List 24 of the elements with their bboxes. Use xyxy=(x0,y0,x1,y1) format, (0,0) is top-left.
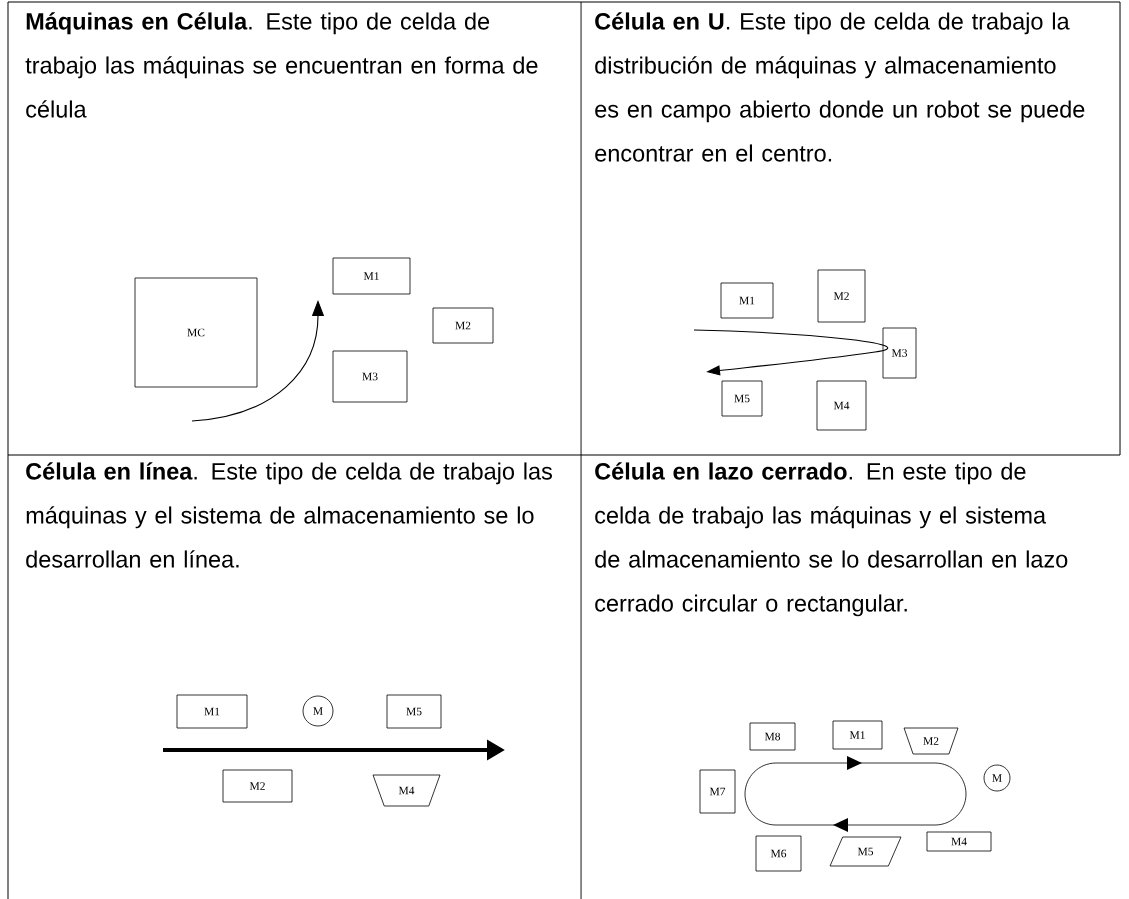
machine-box: M2 xyxy=(432,307,494,344)
table-cell: Célula en línea. Este tipo de celda de trabajo las máquinas y el sistema de almacenamiento se lo desarrollan en línea. xyxy=(26,462,552,568)
machine-parallelogram: M5 xyxy=(829,836,902,867)
machine-box: M5 xyxy=(386,694,442,729)
machine-box: M1 xyxy=(832,720,883,750)
machine-box: M2 xyxy=(222,769,293,803)
machine-box: M7 xyxy=(699,769,736,814)
machine-box: M1 xyxy=(176,694,248,729)
table-cell: Máquinas en Célula. Este tipo de celda de trabajo las máquinas se encuentran en forma de célula xyxy=(25,12,538,118)
machine-box: M6 xyxy=(755,835,802,872)
machine-box: M5 xyxy=(721,380,763,417)
machine-box: M8 xyxy=(749,722,796,751)
machine-box: M4 xyxy=(816,380,867,431)
machine-box: M3 xyxy=(332,350,408,403)
machine-trapezoid: M4 xyxy=(372,774,441,807)
machine-box: M3 xyxy=(882,327,917,379)
table-cell: Célula en lazo cerrado. En este tipo de celda de trabajo las máquinas y el sistema de almacenamiento se lo desarrollan en lazo cerrado circular o rectangular. xyxy=(595,462,1068,617)
machine-box: M1 xyxy=(720,282,774,319)
machine-trapezoid: M2 xyxy=(903,727,959,755)
machine-box: M1 xyxy=(332,257,411,295)
machine-box: MC xyxy=(134,277,258,388)
table-cell: Célula en U. Este tipo de celda de trabajo la distribución de máquinas y almacenamiento es en campo abierto donde un robot se puede encontrar en el centro. xyxy=(595,12,1085,162)
machine-box: M4 xyxy=(926,831,992,852)
machine-box: M2 xyxy=(817,269,866,323)
